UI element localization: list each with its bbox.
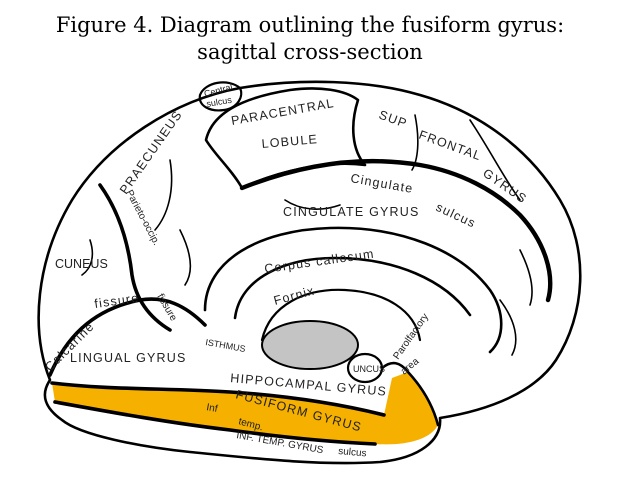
corpus-callosum-outer [203,226,503,354]
label-cingulate: Cingulate [349,171,414,196]
label-isthmus: ISTHMUS [205,337,247,354]
label-calcarine: Calcarine [42,319,97,374]
label-frontal: FRONTAL [417,128,484,164]
fornix-outline [260,288,422,342]
figure-title-line-1: Figure 4. Diagram outlining the fusiform… [55,13,565,37]
label-lobule: LOBULE [261,132,319,151]
parieto-occipital-sulcus-line [98,183,172,332]
brain-outline [37,80,582,465]
label-praecuneus: PRAECUNEUS [117,108,185,197]
label-sup: SUP [377,108,409,131]
label-fissure-calcarine: fissure [93,291,140,311]
thalamus-region [261,320,359,370]
label-uncus: UNCUS [353,364,385,374]
figure-title: Figure 4. Diagram outlining the fusiform… [0,12,620,66]
minor-sulci [81,114,533,356]
label-fissure-parieto: fissure [154,292,178,323]
label-sulcus-cingulate: sulcus [434,200,479,231]
central-sulcus-lobe [198,81,243,112]
label-inf: Inf [205,402,218,415]
label-corpus-callosum: Corpus callosum [263,247,375,276]
label-lingual-gyrus: LINGUAL GYRUS [70,351,187,365]
label-cingulate-gyrus: CINGULATE GYRUS [283,205,420,219]
figure-title-line-2: sagittal cross-section [197,40,423,64]
cingulate-sulcus-line [239,158,553,303]
uncus-connection [380,361,440,427]
label-cuneus: CUNEUS [55,257,108,271]
label-parieto-occip: Parieto-occip. [123,188,161,247]
corpus-callosum-inner [233,256,472,320]
calcarine-fissure-line [48,297,207,377]
fusiform-lower-boundary [53,400,377,446]
label-sulcus-bottom: sulcus [338,446,367,459]
hippocampal-gyrus-boundary [50,381,386,417]
label-central-sulcus-2: sulcus [206,95,233,109]
label-fornix: Fornix [272,284,316,308]
